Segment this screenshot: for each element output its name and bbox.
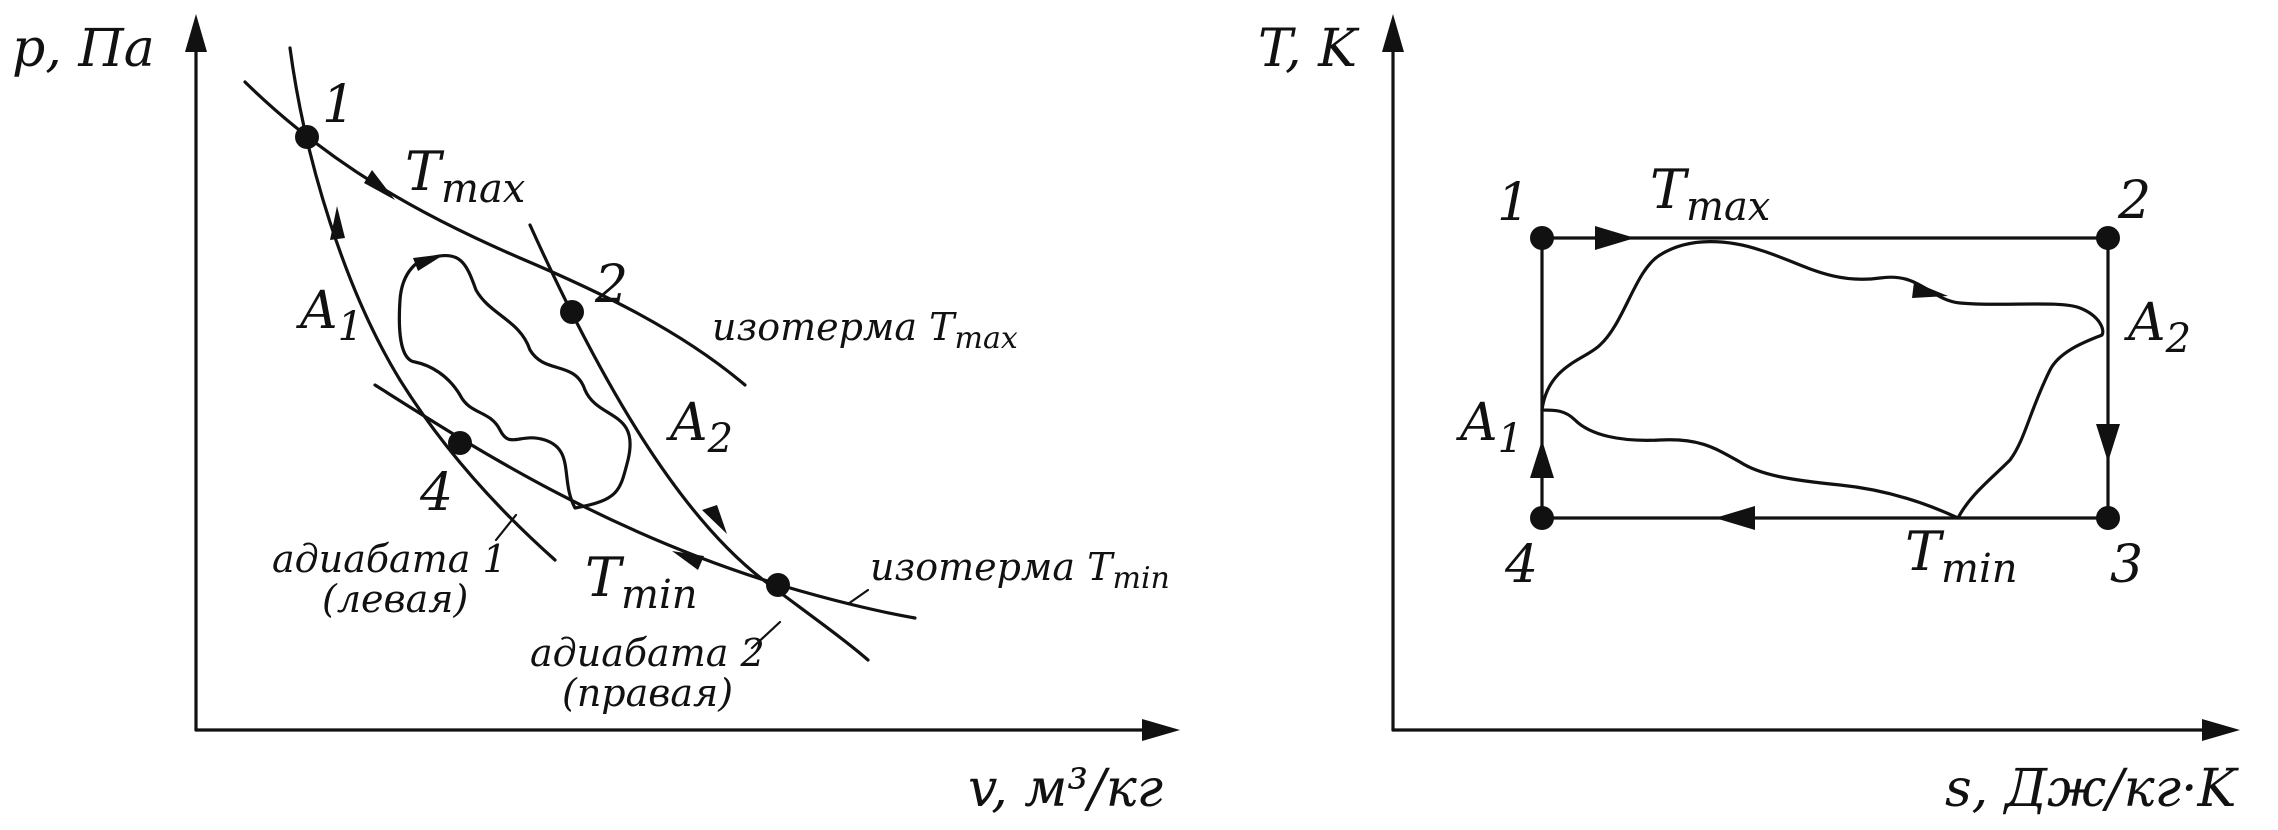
pv-a1-label: A1 [296,281,363,350]
pv-point-4 [448,431,472,455]
ts-y-axis-arrow [1382,14,1404,52]
pv-point-3 [766,573,790,597]
isotherm-tmin-caption: изотерма Tmin [870,545,1170,596]
adiabat-2-leader [750,620,782,650]
ts-arrow-4-1 [1530,440,1554,478]
ts-arrow-1-2 [1595,226,1635,250]
isotherm-tmax-curve [243,80,747,387]
adiabat-2-flow-arrow [702,505,727,534]
pv-label-4: 4 [419,463,453,523]
pv-point-1 [295,125,319,149]
pv-label-2: 2 [594,255,628,315]
ts-tmin-label: Tmin [1905,520,2018,592]
ts-arrow-3-4 [1715,506,1755,530]
pv-inner-loop-arrow [413,254,445,271]
pv-a2-label: A2 [666,393,733,462]
pv-inner-wavy-loop [397,253,632,510]
ts-diagram: T, K s, Дж/кг·K 1 2 3 4 Tmax Tmin A1 [1258,14,2240,819]
isotherm-tmin-curve [373,383,917,620]
ts-label-4: 4 [1504,535,1538,595]
pv-diagram: p, Па v, м³/кг 1 2 4 Tmax Tmin [12,14,1180,819]
adiabat-1-flow-arrow [330,206,345,240]
ts-arrow-2-3 [2096,424,2120,462]
adiabat-2-caption-line1: адиабата 2 [530,631,765,675]
pv-x-axis-label: v, м³/кг [968,759,1163,819]
adiabat-2-caption-line2: (правая) [562,671,733,715]
tmin-flow-arrow [672,551,704,570]
ts-x-axis-arrow [2202,719,2240,741]
pv-point-2 [560,300,584,324]
adiabat-2-curve [528,223,870,662]
ts-a2-label: A2 [2124,293,2191,362]
ts-point-3 [2096,506,2120,530]
pv-label-1: 1 [322,75,355,135]
ts-label-1: 1 [1497,173,1530,233]
pv-tmin-label: Tmin [585,546,698,618]
ts-inner-loop-arrow [1912,282,1948,298]
pv-x-axis-arrow [1142,719,1180,741]
adiabat-1-caption-line2: (левая) [322,577,468,621]
ts-x-axis-label: s, Дж/кг·K [1945,759,2240,819]
ts-point-1 [1530,226,1554,250]
pv-tmax-label: Tmax [405,140,525,212]
ts-label-3: 3 [2110,535,2143,595]
isotherm-tmax-caption: изотерма Tmax [712,305,1018,356]
ts-inner-wavy-loop [1540,240,2105,520]
adiabat-1-caption-line1: адиабата 1 [272,537,507,581]
ts-a1-label: A1 [1456,393,1523,462]
ts-point-4 [1530,506,1554,530]
tmax-flow-arrow [364,170,395,200]
isotherm-tmin-leader [846,588,870,606]
ts-label-2: 2 [2117,171,2151,231]
ts-tmax-label: Tmax [1650,158,1770,230]
ts-y-axis-label: T, K [1258,19,1360,79]
pv-y-axis-label: p, Па [12,19,155,79]
pv-y-axis-arrow [185,14,207,52]
ts-point-2 [2096,226,2120,250]
adiabat-1-leader [494,513,518,542]
